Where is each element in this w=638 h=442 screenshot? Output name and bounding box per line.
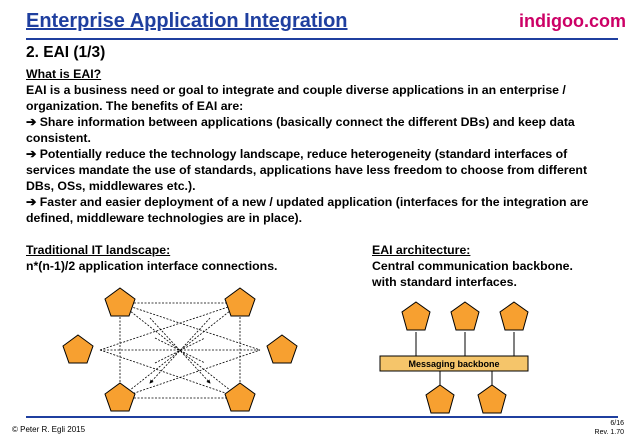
page-info: 6/16 Rev. 1.70 <box>595 419 624 437</box>
eai-app-node-5 <box>477 384 507 414</box>
paragraph-benefit-2: ➔ Potentially reduce the technology land… <box>26 147 588 193</box>
slide-title: 2. EAI (1/3) <box>26 44 106 61</box>
section-heading: What is EAI? <box>26 67 102 81</box>
traditional-text: n*(n-1)/2 application interface connecti… <box>26 259 278 273</box>
messaging-backbone <box>379 355 529 372</box>
eai-architecture-diagram: Messaging backbone <box>379 301 529 414</box>
interface-connections <box>99 301 261 399</box>
app-node-3 <box>62 334 94 364</box>
app-node-4 <box>266 334 298 364</box>
eai-app-node-3 <box>499 301 529 331</box>
eai-heading: EAI architecture: <box>372 243 471 257</box>
paragraph-benefit-3: ➔ Faster and easier deployment of a new … <box>26 195 589 225</box>
paragraph-benefit-1: ➔ Share information between applications… <box>26 115 575 145</box>
traditional-heading: Traditional IT landscape: <box>26 243 171 257</box>
header-title: Enterprise Application Integration <box>26 10 348 32</box>
app-node-6 <box>224 382 256 412</box>
backbone-label: Messaging backbone <box>408 359 499 369</box>
eai-line-1: Central communication backbone. <box>372 259 573 273</box>
eai-app-node-4 <box>425 384 455 414</box>
app-node-5 <box>104 382 136 412</box>
app-node-2 <box>224 287 256 317</box>
brand-logo-text: indigoo.com <box>519 11 626 31</box>
eai-line-2: with standard interfaces. <box>372 275 517 289</box>
eai-app-node-1 <box>401 301 431 331</box>
header-divider <box>26 38 618 40</box>
revision: Rev. 1.70 <box>594 429 624 436</box>
traditional-caption: Traditional IT landscape: n*(n-1)/2 appl… <box>26 242 277 274</box>
slide-body: What is EAI? EAI is a business need or g… <box>26 66 616 226</box>
eai-caption: EAI architecture: Central communication … <box>372 242 573 290</box>
page-number: 6/16 <box>610 420 624 427</box>
copyright: © Peter R. Egli 2015 <box>12 425 86 434</box>
eai-app-node-2 <box>450 301 480 331</box>
traditional-landscape-diagram <box>62 287 298 412</box>
footer-divider <box>26 416 618 418</box>
app-node-1 <box>104 287 136 317</box>
paragraph-intro: EAI is a business need or goal to integr… <box>26 83 566 113</box>
